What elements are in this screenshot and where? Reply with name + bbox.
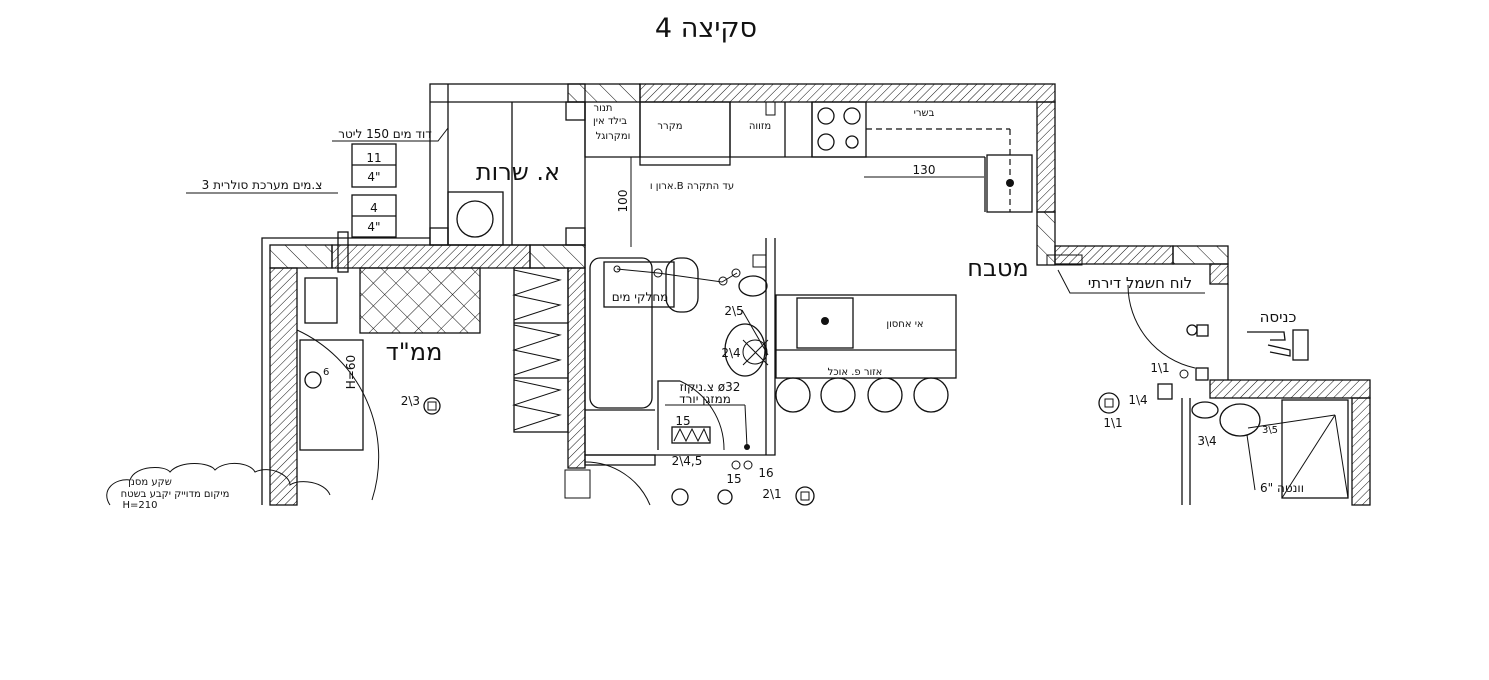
mamad-room: ממ"ד H=60 6 2\3	[296, 277, 443, 501]
box1-top: 11	[366, 151, 381, 165]
mamad-label: ממ"ד	[386, 338, 443, 366]
e14-label: 1\4	[1128, 393, 1147, 407]
service-room-label: א. שרות	[476, 158, 560, 186]
wall	[331, 244, 531, 269]
entrance-label: כניסה	[1260, 308, 1297, 326]
pointing-hand-icon	[1247, 329, 1309, 361]
wall	[1172, 245, 1229, 265]
island-label: אי אחסון	[886, 319, 923, 330]
solar-label: 3 צ.מים מערכת סולרית	[202, 178, 323, 192]
filter-note: שקע מסנן מיקום מדוייק יקבע בשטח H=210	[106, 463, 331, 511]
pantry-label: מזווה	[749, 121, 771, 132]
wall	[529, 244, 586, 269]
n15-label: 15	[726, 472, 741, 486]
e34-label: 3\4	[1197, 434, 1216, 448]
dimensions: 130 100 ארון ו.B עד התקרה	[616, 157, 984, 247]
oven-label-1: תנור	[594, 103, 613, 114]
entrance-area: כניסה 1\1 1\4 1\1 3\4 3\5 6" וונטה	[1098, 284, 1371, 506]
b245-label: 2\4,5	[672, 454, 703, 468]
dining-label: אזור פ. אוכל	[828, 367, 883, 378]
b25-label: 2\5	[724, 304, 743, 318]
wall	[1036, 211, 1056, 266]
bathroom: מחלקי מים 2\5 2\4 צ.ניקוז ø32 ממזגן יורד…	[564, 238, 815, 506]
e11b-label: 1\1	[1103, 416, 1122, 430]
wall	[639, 83, 1056, 103]
oven-label-3: ומקרוגל	[596, 131, 631, 142]
b23-label: 2\3	[401, 394, 420, 408]
boiler-label: דוד מים 150 ליטר	[338, 127, 432, 141]
drain-label-1: צ.ניקוז ø32	[680, 380, 741, 394]
e35-label: 3\5	[1262, 425, 1278, 436]
drain-label-2: ממזגן יורד	[679, 392, 731, 406]
box1-bottom: 4"	[367, 170, 380, 184]
storage-area	[359, 267, 481, 334]
b21-label: 2\1	[762, 487, 781, 501]
dim-130: 130	[913, 163, 936, 177]
wall	[567, 83, 641, 103]
kitchen-counter: תנור בילד אין ומקרוגל מקרר מזווה בשרי	[584, 101, 1033, 213]
b24-label: 2\4	[721, 346, 740, 360]
box2-bottom: 4"	[367, 220, 380, 234]
cabinet-label: ארון ו.B עד התקרה	[650, 181, 734, 192]
n6-label: 6	[323, 367, 329, 378]
drawing-title: סקיצה 4	[655, 13, 757, 44]
meat-label: בשרי	[914, 108, 935, 119]
service-room: א. שרות	[429, 83, 586, 246]
panel-label: לוח חשמל דירתי	[1088, 274, 1192, 292]
kitchen-island: אי אחסון אזור פ. אוכל	[775, 294, 957, 413]
boiler-annotation: דוד מים 150 ליטר 3 צ.מים מערכת סולרית 11…	[186, 127, 449, 238]
wall	[567, 267, 586, 469]
oven-label-2: בילד אין	[593, 116, 627, 127]
water-dist-label: מחלקי מים	[612, 290, 669, 304]
wall	[269, 267, 298, 506]
wall	[1036, 101, 1056, 213]
closet	[512, 267, 569, 433]
wall	[269, 244, 333, 269]
filter-line-1: שקע מסנן	[128, 477, 172, 488]
electric-panel	[1046, 254, 1083, 266]
wall	[1209, 263, 1229, 285]
n16-label: 16	[758, 466, 773, 480]
kitchen-label: מטבח	[967, 254, 1028, 282]
box2-top: 4	[370, 201, 378, 215]
fridge-label: מקרר	[657, 121, 682, 132]
e11a-label: 1\1	[1150, 361, 1169, 375]
h60-label: H=60	[344, 355, 358, 389]
filter-line-2: מיקום מדוייק יקבע בשטח	[121, 489, 230, 500]
filter-line-3: H=210	[123, 500, 158, 511]
dim-100: 100	[616, 190, 630, 213]
heater-15-label: 15	[675, 414, 690, 428]
vent-label: 6" וונטה	[1260, 481, 1304, 495]
